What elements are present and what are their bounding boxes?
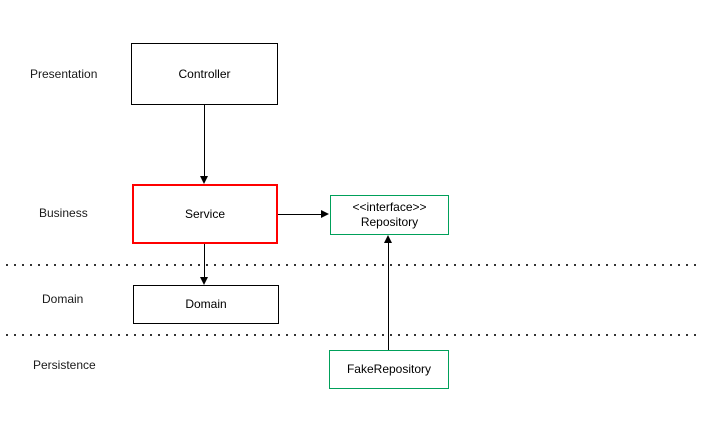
node-fakerepository: FakeRepository — [329, 350, 449, 389]
node-repository-label: Repository — [360, 215, 419, 229]
layer-label-presentation: Presentation — [30, 67, 98, 81]
node-repository-interface: <<interface>> Repository — [330, 195, 449, 235]
edge-controller-to-service-arrowhead-icon — [200, 176, 208, 184]
layer-label-domain: Domain — [42, 292, 84, 306]
edge-service-to-domain-arrowhead-icon — [200, 277, 208, 285]
separator-domain-persistence — [6, 334, 700, 336]
node-service: Service — [132, 184, 278, 244]
node-fakerepository-label: FakeRepository — [346, 362, 432, 376]
edge-service-to-repository-arrowhead-icon — [321, 210, 329, 218]
edge-controller-to-service-line — [204, 105, 205, 177]
separator-business-domain — [6, 264, 700, 266]
layer-label-persistence: Persistence — [33, 358, 96, 372]
edge-fakerepository-to-repository-line — [388, 243, 389, 350]
node-service-label: Service — [184, 206, 225, 221]
edge-fakerepository-to-repository-arrowhead-icon — [384, 235, 392, 243]
edge-service-to-repository-line — [278, 214, 322, 215]
node-domain: Domain — [133, 285, 279, 324]
node-controller-label: Controller — [178, 66, 231, 81]
node-controller: Controller — [131, 43, 278, 105]
layer-label-business: Business — [39, 206, 88, 220]
edge-service-to-domain-line — [204, 244, 205, 277]
node-domain-label: Domain — [185, 297, 227, 311]
node-repository-stereotype: <<interface>> — [352, 200, 427, 214]
